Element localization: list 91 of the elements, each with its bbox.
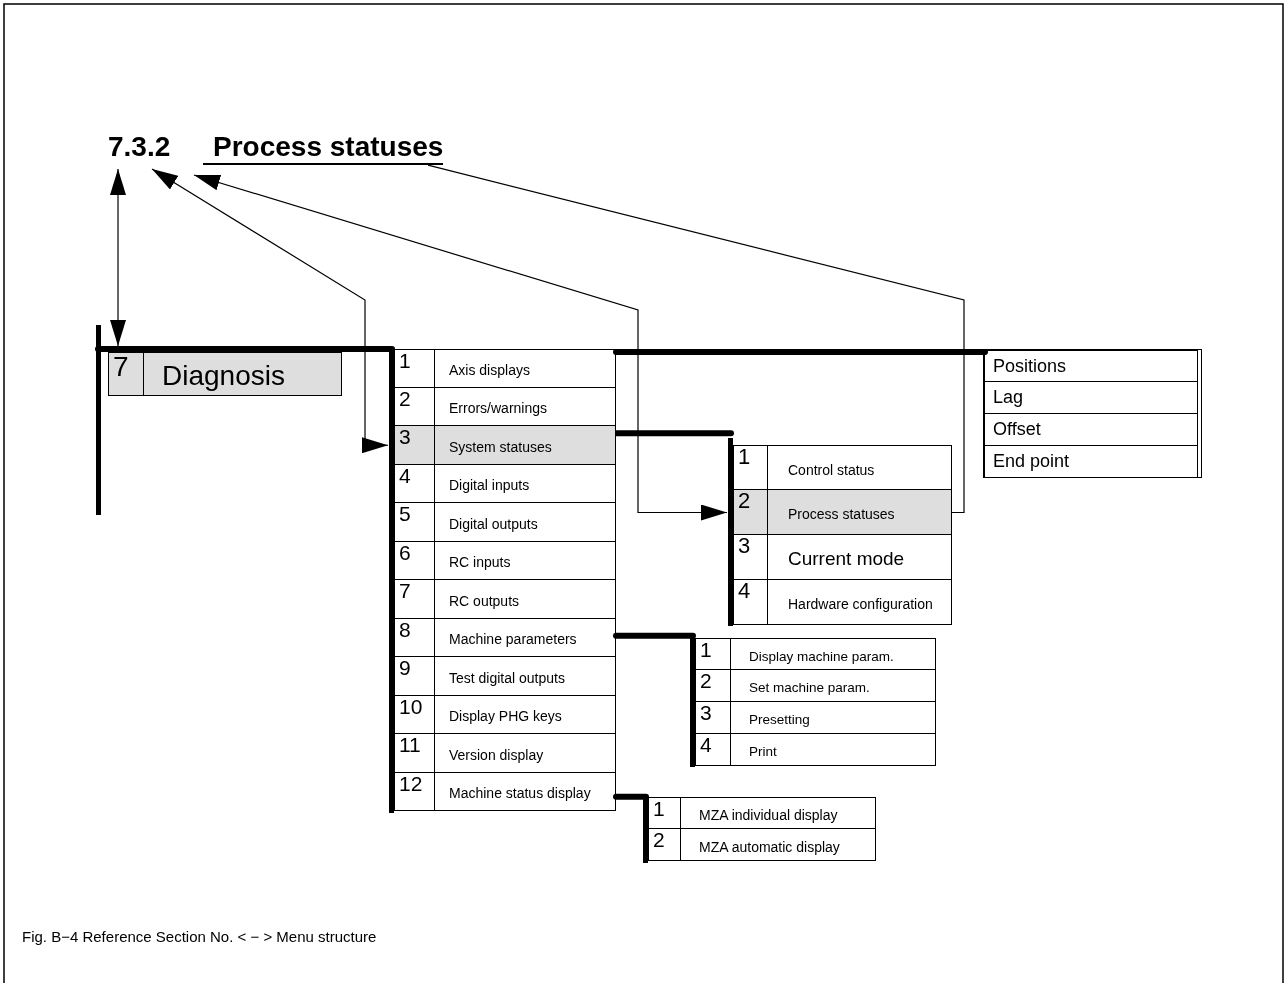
item-number: 12 (395, 772, 435, 810)
item-number: 4 (696, 734, 731, 765)
menu-item (394, 695, 616, 734)
item-label: RC outputs (448, 591, 520, 611)
item-number: 5 (395, 503, 435, 541)
menu-list (983, 349, 1202, 478)
item-label: Lag (992, 386, 1024, 409)
menu-bar (389, 348, 616, 813)
item-number: 4 (395, 464, 435, 502)
menu-item (394, 349, 616, 388)
menu-item (984, 414, 1198, 446)
item-label: Hardware configuration (787, 595, 933, 614)
item-number: 1 (734, 446, 768, 489)
item-label: Axis displays (448, 361, 530, 381)
menu-item (733, 535, 952, 580)
item-number: 3 (734, 535, 768, 579)
menu-item (394, 580, 616, 619)
menu-item (394, 426, 616, 465)
item-label: Set machine param. (748, 679, 870, 697)
menu-connector (613, 349, 988, 355)
item-label: System statuses (448, 437, 552, 457)
item-label: Positions (992, 354, 1067, 378)
item-label: Test digital outputs (448, 668, 565, 688)
item-label: Version display (448, 745, 544, 765)
menu-item (394, 772, 616, 811)
menu-item (695, 638, 936, 670)
item-label: End point (992, 450, 1070, 473)
item-label: Current mode (787, 547, 905, 571)
menu-item (984, 382, 1198, 414)
menu-item (394, 618, 616, 657)
item-label: Digital inputs (448, 476, 530, 496)
figure-caption: Fig. B−4 Reference Section No. < − > Menu structure (22, 928, 377, 945)
item-number: 10 (395, 695, 435, 733)
menu-connector (613, 793, 649, 800)
menu-item (394, 657, 616, 696)
item-label: Machine status display (448, 784, 591, 804)
item-number: 4 (734, 580, 768, 624)
item-number: 2 (649, 829, 681, 860)
menu-bar (643, 795, 876, 863)
item-number: 2 (696, 670, 731, 701)
item-label: Diagnosis (161, 359, 285, 393)
item-number: 2 (395, 387, 435, 425)
menu-item (648, 797, 876, 829)
item-number: 11 (395, 734, 435, 772)
arrow (151, 168, 389, 454)
connector-line (427, 164, 965, 514)
menu-item (108, 352, 342, 396)
menu-item (695, 702, 936, 734)
menu-bar (690, 635, 936, 767)
item-number: 1 (696, 639, 731, 669)
item-number: 1 (395, 350, 435, 387)
item-label: Errors/warnings (448, 399, 548, 419)
menu-item (394, 541, 616, 580)
item-label: Offset (992, 418, 1041, 441)
item-label: Digital outputs (448, 514, 538, 534)
menu-connector (613, 632, 696, 639)
item-label: MZA automatic display (698, 837, 840, 857)
item-label: Control status (787, 460, 875, 480)
menu-item (648, 829, 876, 861)
item-number: 9 (395, 657, 435, 695)
menu-item (394, 734, 616, 773)
arrow (193, 174, 728, 521)
item-number: 7 (109, 353, 144, 395)
menu-item (984, 446, 1198, 478)
menu-item (695, 734, 936, 766)
item-number: 2 (734, 490, 768, 534)
item-number: 8 (395, 618, 435, 656)
item-number: 6 (395, 541, 435, 579)
arrow (110, 168, 126, 347)
item-label: Display PHG keys (448, 707, 562, 727)
menu-item (394, 503, 616, 542)
item-number: 3 (696, 702, 731, 733)
item-number: 7 (395, 580, 435, 618)
item-number: 3 (395, 426, 435, 464)
item-label: MZA individual display (698, 806, 838, 825)
section-title: Process statuses (203, 131, 444, 166)
item-number: 1 (649, 798, 681, 828)
menu-connector (95, 346, 395, 352)
item-label: Process statuses (787, 505, 895, 524)
item-label: Presetting (748, 711, 810, 729)
menu-item (733, 490, 952, 535)
item-label: RC inputs (448, 553, 511, 573)
item-label: Display machine param. (748, 647, 894, 666)
menu-item (695, 670, 936, 702)
menu-item (984, 350, 1198, 382)
menu-item (733, 580, 952, 625)
menu-bar (728, 438, 952, 626)
section-number: 7.3.2 (108, 131, 171, 163)
item-label: Print (748, 743, 777, 761)
item-label: Machine parameters (448, 630, 577, 650)
menu-item (394, 464, 616, 503)
